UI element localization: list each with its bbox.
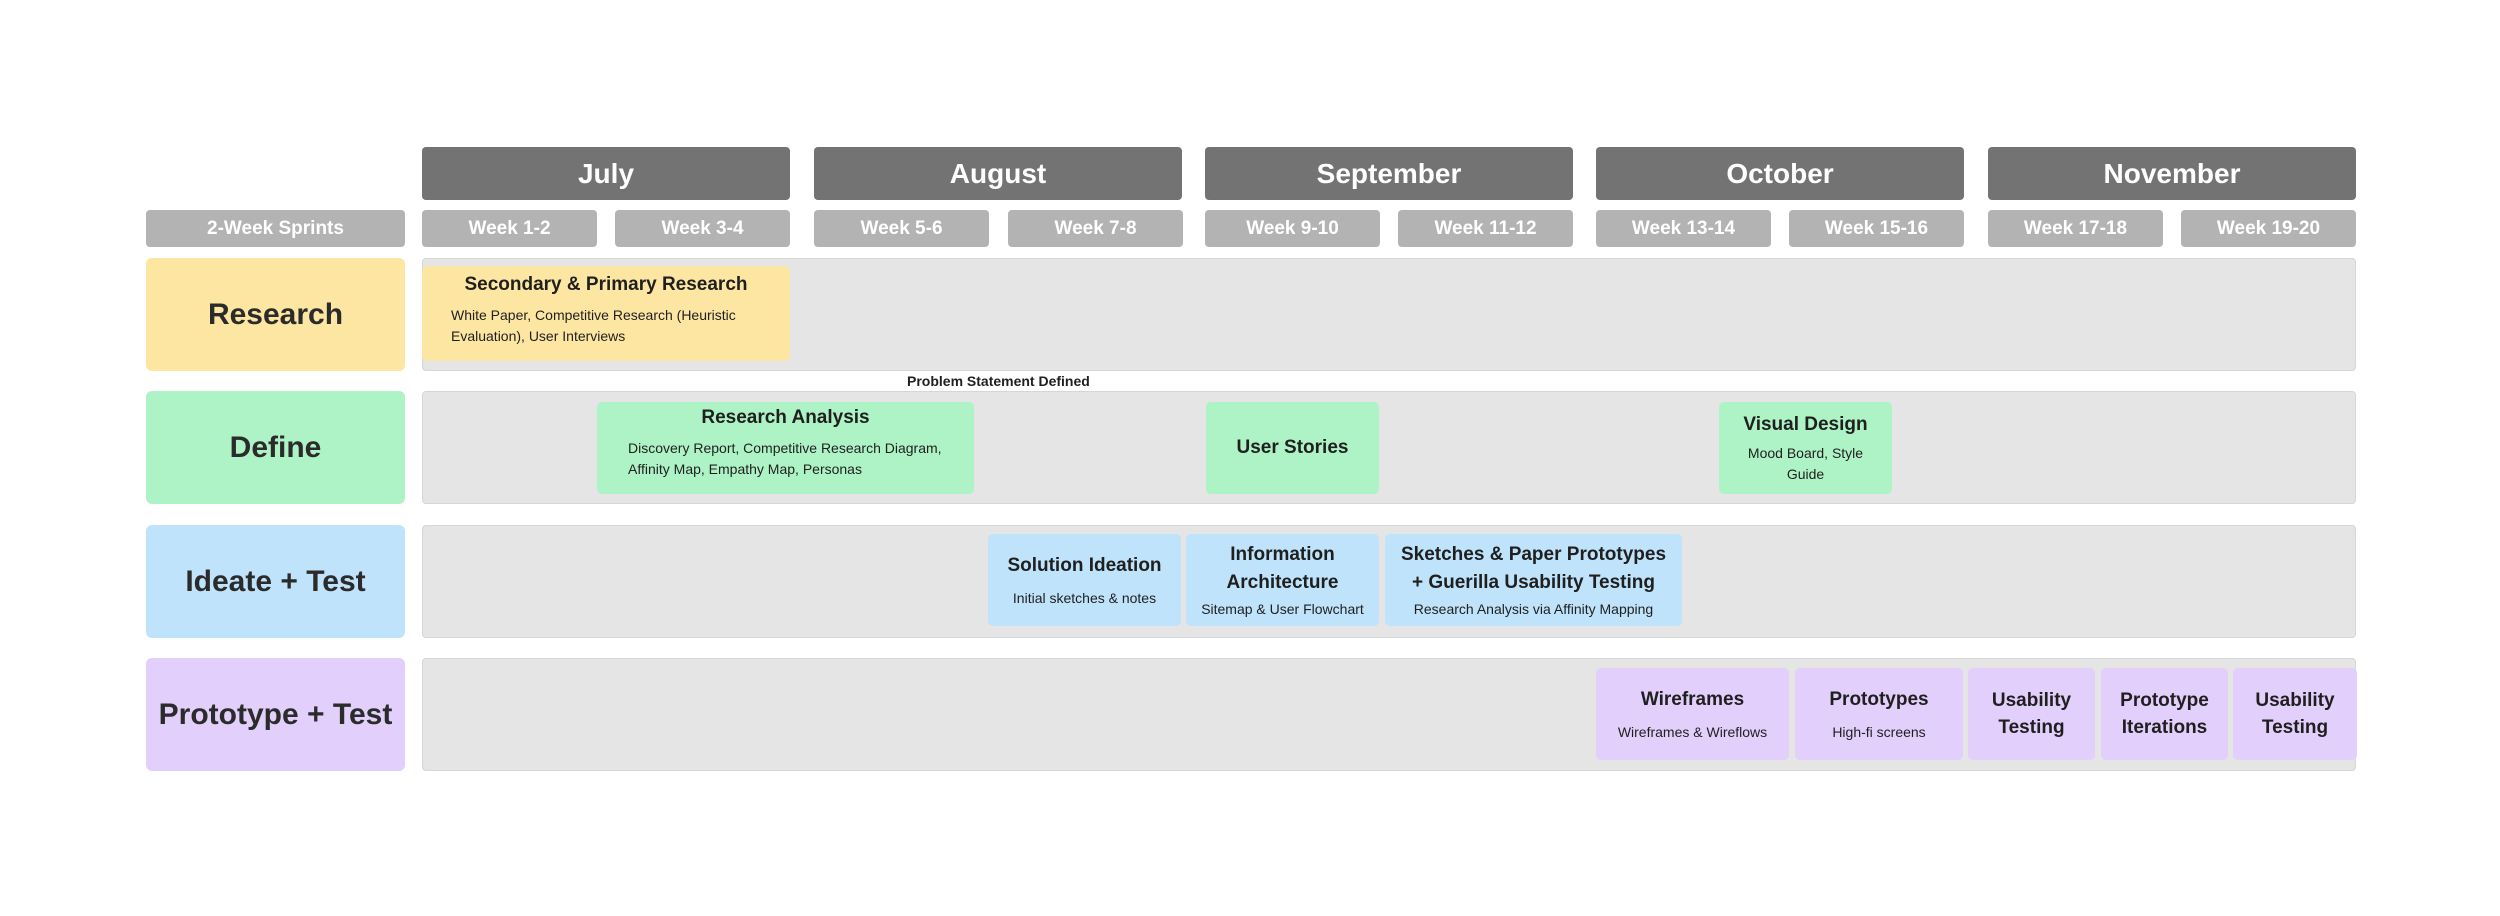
card-usability-testing-final: Usability Testing <box>2233 668 2357 760</box>
month-header-august: August <box>814 147 1182 200</box>
week-header: Week 17-18 <box>1988 210 2163 247</box>
month-header-october: October <box>1596 147 1964 200</box>
card-description: Sitemap & User Flowchart <box>1201 600 1364 617</box>
card-description: Discovery Report, Competitive Research D… <box>628 440 942 477</box>
month-header-november: November <box>1988 147 2356 200</box>
week-header: Week 9-10 <box>1205 210 1380 247</box>
card-title: Usability Testing <box>2255 690 2335 738</box>
card-title: Secondary & Primary Research <box>464 274 748 295</box>
week-header: Week 3-4 <box>615 210 790 247</box>
card-description: Initial sketches & notes <box>1012 589 1157 606</box>
card-title: Prototypes <box>1829 688 1929 710</box>
week-header: Week 7-8 <box>1008 210 1183 247</box>
card-description: Wireframes & Wireflows <box>1617 723 1768 740</box>
phase-label-prototype-test: Prototype + Test <box>146 658 405 771</box>
card-prototypes: Prototypes High-fi screens <box>1795 668 1963 760</box>
card-secondary-primary-research: Secondary & Primary Research White Paper… <box>422 266 790 361</box>
card-prototype-iterations: Prototype Iterations <box>2101 668 2228 760</box>
card-title: Usability Testing <box>1991 690 2072 738</box>
phase-label-ideate-test: Ideate + Test <box>146 525 405 638</box>
card-title: Solution Ideation <box>1007 554 1162 576</box>
card-information-architecture: Information Architecture Sitemap & User … <box>1186 534 1379 626</box>
card-usability-testing: Usability Testing <box>1968 668 2095 760</box>
month-header-september: September <box>1205 147 1573 200</box>
phase-label-define: Define <box>146 391 405 504</box>
sprints-label: 2-Week Sprints <box>146 210 405 247</box>
week-header: Week 5-6 <box>814 210 989 247</box>
card-title: Sketches & Paper Prototypes + Guerilla U… <box>1400 543 1667 593</box>
card-title: Information Architecture <box>1226 543 1339 593</box>
card-solution-ideation: Solution Ideation Initial sketches & not… <box>988 534 1181 626</box>
card-title: Research Analysis <box>701 407 870 428</box>
phase-label-research: Research <box>146 258 405 371</box>
card-title: Visual Design <box>1743 414 1868 435</box>
card-description: White Paper, Competitive Research (Heuri… <box>451 307 736 344</box>
card-title: Prototype Iterations <box>2120 690 2209 738</box>
card-description: High-fi screens <box>1832 723 1926 740</box>
card-description: Research Analysis via Affinity Mapping <box>1413 600 1654 617</box>
card-title: Wireframes <box>1640 688 1745 710</box>
card-research-analysis: Research Analysis Discovery Report, Comp… <box>597 402 974 494</box>
card-description: Mood Board, Style Guide <box>1747 445 1864 482</box>
week-header: Week 19-20 <box>2181 210 2356 247</box>
week-header: Week 11-12 <box>1398 210 1573 247</box>
week-header: Week 1-2 <box>422 210 597 247</box>
milestone-label: Problem Statement Defined <box>907 373 1090 389</box>
week-header: Week 13-14 <box>1596 210 1771 247</box>
card-sketches-paper-prototypes: Sketches & Paper Prototypes + Guerilla U… <box>1385 534 1682 626</box>
card-title: User Stories <box>1236 437 1349 458</box>
card-visual-design: Visual Design Mood Board, Style Guide <box>1719 402 1892 494</box>
card-user-stories: User Stories <box>1206 402 1379 494</box>
month-header-july: July <box>422 147 790 200</box>
card-wireframes: Wireframes Wireframes & Wireflows <box>1596 668 1789 760</box>
week-header: Week 15-16 <box>1789 210 1964 247</box>
